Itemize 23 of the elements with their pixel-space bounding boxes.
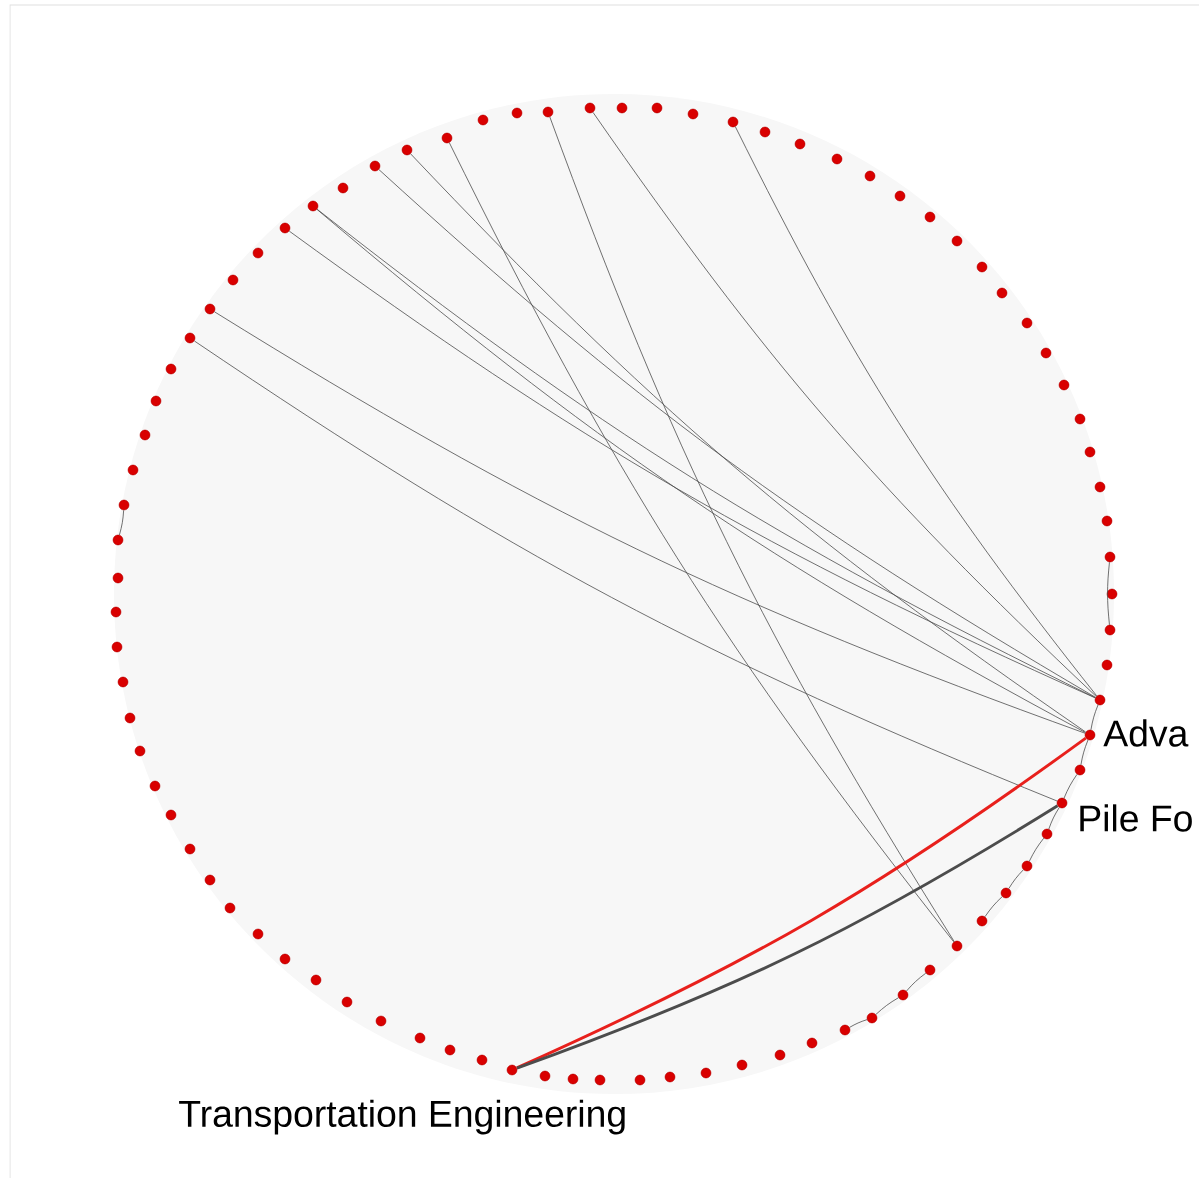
connector bbox=[1080, 739, 1089, 766]
connector bbox=[875, 997, 899, 1015]
connector bbox=[193, 340, 1058, 802]
connector bbox=[1028, 837, 1045, 862]
connector bbox=[119, 509, 125, 536]
connector bbox=[516, 736, 1087, 1070]
connector bbox=[1048, 807, 1060, 830]
connector bbox=[214, 311, 1086, 734]
node-label: Pile Fo bbox=[1080, 804, 1192, 832]
connector bbox=[734, 126, 1098, 697]
connector bbox=[849, 1019, 868, 1028]
connector bbox=[592, 111, 1097, 697]
connector bbox=[1063, 773, 1078, 799]
connector bbox=[448, 142, 955, 943]
connector bbox=[906, 972, 927, 992]
node-label: Adva bbox=[1103, 719, 1189, 747]
connector bbox=[984, 896, 1003, 918]
connector bbox=[1090, 704, 1099, 731]
connector bbox=[549, 116, 955, 942]
node-label: Transportation Engineering bbox=[179, 1099, 625, 1135]
connector bbox=[1107, 561, 1110, 626]
connector bbox=[1008, 869, 1024, 889]
connector bbox=[516, 804, 1059, 1070]
